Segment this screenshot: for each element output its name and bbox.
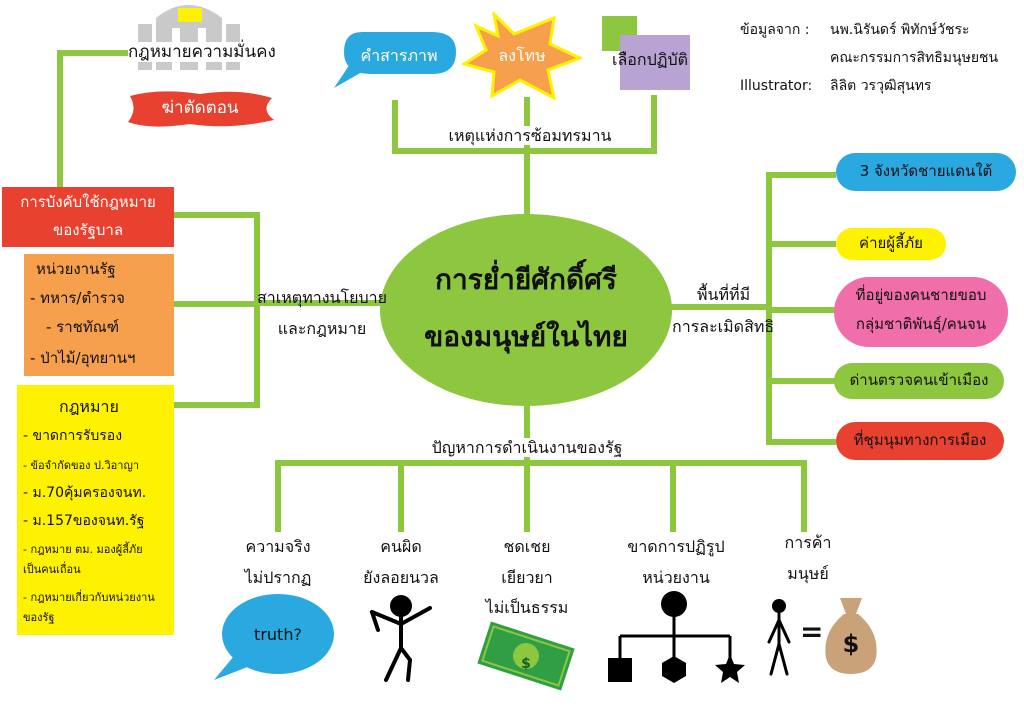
enforcement-line1: การบังคับใช้กฎหมาย: [20, 193, 156, 211]
area-immigration-checkpoint: ด่านตรวจคนเข้าเมือง: [834, 363, 1004, 399]
credits-source-label: ข้อมูลจาก :: [740, 22, 810, 38]
enforcement-line2: ของรัฐบาล: [52, 221, 124, 239]
bottom-branch-label: ปัญหาการดำเนินงานของรัฐ: [405, 438, 649, 458]
laws-title: กฎหมาย: [59, 397, 119, 416]
money-bag-icon: [825, 598, 877, 674]
agencies-item: - ป่าไม้/อุทยานฯ: [30, 349, 136, 367]
stick-figure-icon: [370, 595, 432, 682]
laws-item: เป็นคนเถื่อน: [23, 563, 81, 576]
right-branch-label-1: พื้นที่ที่มี: [697, 285, 751, 304]
area-marginalized: ที่อยู่ของคนชายขอบ กลุ่มชาติพันธุ์/คนจน: [834, 277, 1008, 347]
red-splash: [128, 91, 274, 127]
credits-illustrator-label: Illustrator:: [740, 78, 813, 94]
banknote-dollar: $: [521, 656, 531, 672]
area-refugee-camps: ค่ายผู้ลี้ภัย: [836, 228, 946, 260]
left-security-law: กฎหมายความมั่นคง: [128, 42, 276, 63]
laws-item: - ขาดการรับรอง: [23, 428, 123, 444]
bottom-reform-line2: หน่วยงาน: [642, 568, 710, 587]
bottom-reform-line1: ขาดการปฏิรูป: [627, 537, 725, 556]
equals-sign: =: [800, 615, 824, 648]
left-branch-label-1: สาเหตุทางนโยบาย: [257, 288, 387, 307]
center-title-line2: ของมนุษย์ในไทย: [424, 320, 628, 353]
agencies-box: หน่วยงานรัฐ - ทหาร/ตำรวจ - ราชทัณฑ์ - ป่…: [24, 254, 174, 376]
laws-item: - กฎหมาย ตม. มองผู้ลี้ภัย: [23, 543, 143, 556]
truth-bubble-text: truth?: [254, 625, 302, 644]
bottom-guilty-line2: ยังลอยนวล: [363, 568, 439, 587]
top-item-punish: ลงโทษ: [498, 46, 546, 65]
left-branch-label-2: และกฎหมาย: [277, 319, 367, 338]
center-ellipse: [380, 214, 672, 406]
credits-source-name: นพ.นิรันดร์ พิทักษ์วัชระ: [830, 22, 970, 38]
bottom-compensation-line1: ชดเชย: [503, 537, 551, 556]
area-southern-provinces: 3 จังหวัดชายแดนใต้: [836, 153, 1016, 191]
person-icon: [767, 599, 791, 676]
top-branch-label: เหตุแห่งการซ้อมทรมาน: [430, 126, 630, 146]
laws-item: - ม.70คุ้มครองจนท.: [23, 485, 147, 501]
enforcement-box: การบังคับใช้กฎหมาย ของรัฐบาล: [2, 187, 174, 247]
bottom-compensation-line2: เยียวยา: [501, 568, 553, 587]
agencies-item: - ราชทัณฑ์: [46, 318, 120, 336]
bottom-compensation-line3: ไม่เป็นธรรม: [485, 598, 569, 617]
right-branch-label-2: การละเมิดสิทธิ: [672, 317, 775, 336]
top-item-discrimination: เลือกปฏิบัติ: [612, 50, 689, 69]
money-bag-dollar: $: [842, 630, 860, 658]
speech-bubble-icon: [334, 32, 456, 88]
laws-item: - ข้อจำกัดของ ป.วิอาญา: [23, 459, 139, 472]
laws-item: - ม.157ของจนท.รัฐ: [23, 513, 145, 529]
truth-speech-bubble-icon: [214, 594, 334, 680]
credits-illustrator-name: ลิลิต วรวุฒิสุนทร: [830, 78, 932, 94]
bottom-trafficking-line2: มนุษย์: [787, 564, 829, 583]
agencies-title: หน่วยงานรัฐ: [36, 260, 116, 278]
left-cut-steps: ฆ่าตัดตอน: [161, 98, 239, 118]
bottom-truth-line1: ความจริง: [245, 537, 311, 556]
area-political-rally: ที่ชุมนุมทางการเมือง: [836, 422, 1004, 460]
bottom-truth-line2: ไม่ปรากฏ: [244, 568, 312, 587]
credits-source-org: คณะกรรมการสิทธิมนุษยชน: [830, 50, 999, 66]
bottom-guilty-line1: คนผิด: [380, 537, 422, 556]
purple-square-icon: [620, 35, 690, 90]
banknote-icon: [477, 621, 575, 691]
laws-item: ของรัฐ: [23, 611, 55, 624]
laws-item: - กฎหมายเกี่ยวกับหน่วยงาน: [23, 591, 155, 604]
laws-box: กฎหมาย - ขาดการรับรอง - ข้อจำกัดของ ป.วิ…: [17, 385, 174, 635]
bottom-trafficking-line1: การค้า: [784, 533, 832, 552]
top-item-confession: คำสารภาพ: [360, 46, 438, 65]
center-title-line1: การย่ำยีศักดิ์ศรี: [435, 263, 617, 296]
agencies-item: - ทหาร/ตำรวจ: [30, 289, 125, 307]
explosion-icon: [462, 12, 582, 100]
org-chart-icon: [608, 591, 745, 683]
